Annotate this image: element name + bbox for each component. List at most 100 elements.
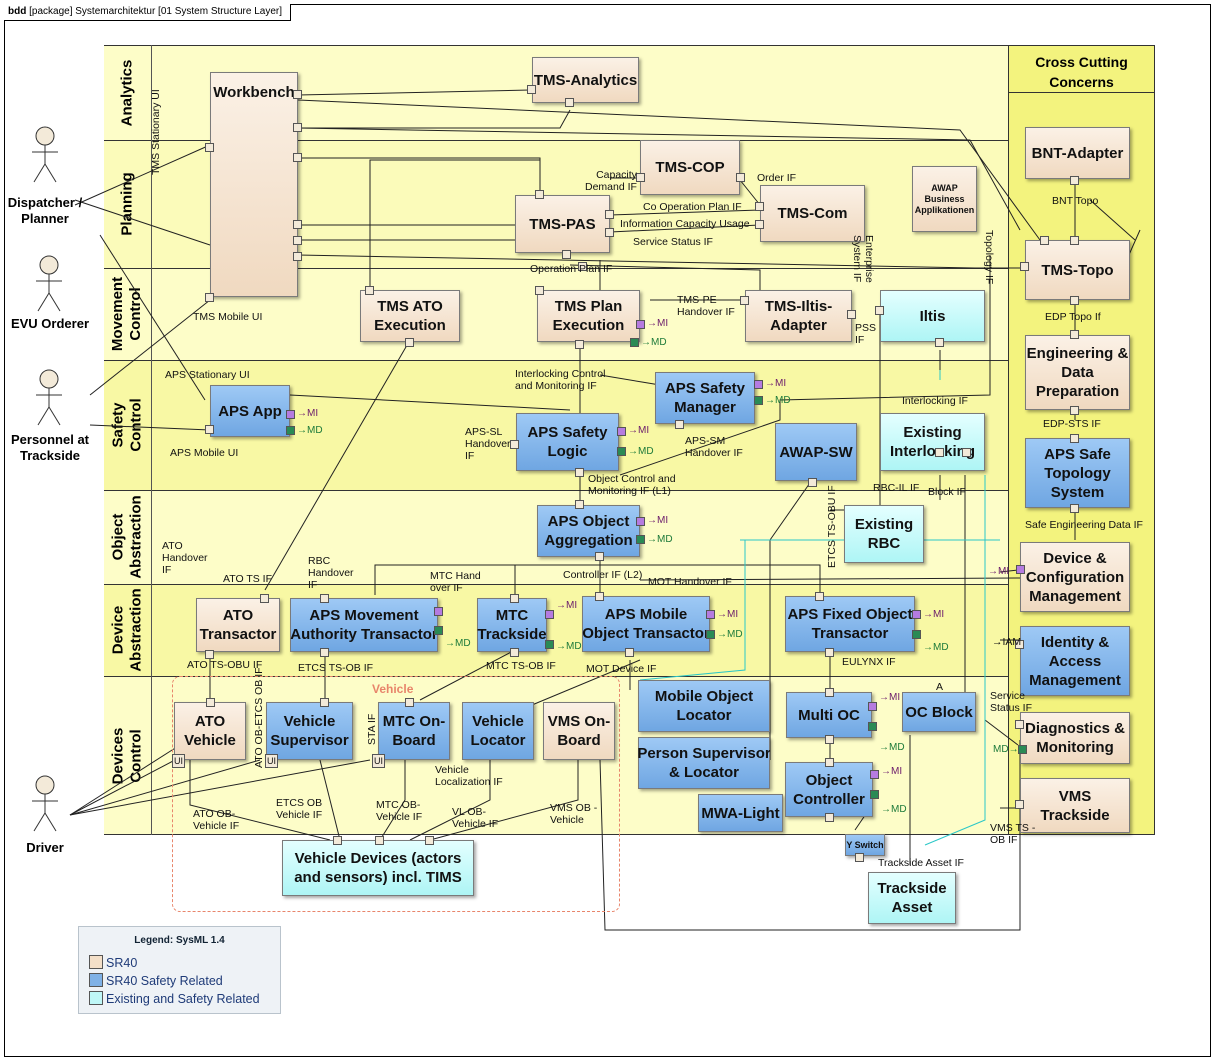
port: [535, 190, 544, 199]
if-order: Order IF: [757, 172, 797, 184]
block-ato-vehicle[interactable]: ATO Vehicle: [174, 702, 246, 760]
block-vehicle-devices[interactable]: Vehicle Devices (actors and sensors) inc…: [282, 840, 474, 896]
actor-driver-icon: [32, 775, 58, 832]
block-aps-object-aggregation[interactable]: APS Object Aggregation: [537, 505, 640, 557]
block-existing-interlocking[interactable]: Existing Interlocking: [880, 413, 985, 471]
port: [605, 228, 614, 237]
legend-item-sr40: SR40: [89, 955, 137, 970]
legend-swatch: [89, 991, 103, 1005]
block-iltis[interactable]: Iltis: [880, 290, 985, 342]
block-diagnostics[interactable]: Diagnostics & Monitoring: [1020, 712, 1130, 764]
if-object-control: Object Control and Monitoring IF (L1): [588, 473, 676, 497]
port: [565, 98, 574, 107]
if-enterprise-system: Enterprise System IF: [851, 235, 875, 283]
block-oc-block[interactable]: OC Block: [902, 692, 976, 732]
if-aps-sm-handover: APS-SM Handover IF: [685, 435, 743, 459]
port: [510, 440, 519, 449]
block-mobile-object-locator[interactable]: Mobile Object Locator: [638, 680, 770, 732]
block-aps-safety-manager[interactable]: APS Safety Manager: [655, 372, 755, 424]
actor-evu-icon: [36, 255, 62, 312]
block-vms-onboard[interactable]: VMS On- Board: [543, 702, 615, 760]
legend-item-existing: Existing and Safety Related: [89, 991, 260, 1006]
block-person-supervisor[interactable]: Person Supervisor & Locator: [637, 737, 771, 789]
port: [825, 688, 834, 697]
ui-label: UI: [172, 754, 185, 768]
port-mi: [636, 320, 645, 329]
block-y-switch[interactable]: Y Switch: [845, 834, 885, 856]
port: [1040, 236, 1049, 245]
if-ato-ob-vehicle: ATO OB- Vehicle IF: [193, 808, 240, 832]
block-aps-safe-topology[interactable]: APS Safe Topology System: [1025, 438, 1130, 508]
port: [755, 202, 764, 211]
mi-label: →MI: [647, 515, 669, 526]
block-vehicle-locator[interactable]: Vehicle Locator: [462, 702, 534, 760]
block-aps-mobile-object[interactable]: APS Mobile Object Transactor: [582, 596, 710, 652]
block-tms-cop[interactable]: TMS-COP: [640, 140, 740, 195]
iam-label: →IAM: [992, 636, 1022, 648]
port-md: [545, 640, 554, 649]
port: [740, 296, 749, 305]
block-aps-safety-logic[interactable]: APS Safety Logic: [516, 413, 619, 471]
legend-swatch: [89, 955, 103, 969]
port: [375, 836, 384, 845]
port: [293, 220, 302, 229]
port-mi: [912, 610, 921, 619]
port: [625, 648, 634, 657]
block-awap-sw[interactable]: AWAP-SW: [775, 423, 857, 481]
block-awap-business[interactable]: AWAP Business Applikationen: [912, 166, 977, 232]
block-vms-trackside[interactable]: VMS Trackside: [1020, 778, 1130, 833]
port: [1070, 296, 1079, 305]
port: [260, 594, 269, 603]
block-workbench[interactable]: Workbench: [210, 72, 298, 297]
diagram-frame: [4, 4, 1211, 1057]
port: [935, 338, 944, 347]
port: [808, 478, 817, 487]
block-aps-movement-authority[interactable]: APS Movement Authority Transactor: [290, 598, 438, 652]
block-ato-transactor[interactable]: ATO Transactor: [196, 598, 280, 652]
block-identity-access[interactable]: Identity & Access Management: [1020, 626, 1130, 696]
block-aps-app[interactable]: APS App: [210, 385, 290, 437]
block-mtc-trackside[interactable]: MTC Trackside: [477, 598, 547, 652]
if-interlocking-control: Interlocking Control and Monitoring IF: [515, 368, 606, 392]
block-vehicle-supervisor[interactable]: Vehicle Supervisor: [266, 702, 353, 760]
if-aps-mobile-ui: APS Mobile UI: [170, 447, 239, 459]
port: [578, 262, 587, 271]
block-trackside-asset[interactable]: Trackside Asset: [868, 872, 956, 924]
block-tms-topo[interactable]: TMS-Topo: [1025, 240, 1130, 300]
port-md: [706, 630, 715, 639]
legend-swatch: [89, 973, 103, 987]
block-multi-oc[interactable]: Multi OC: [786, 692, 872, 738]
lane-label-safety: Safety Control: [104, 360, 152, 490]
if-vms-ob-vehicle: VMS OB - Vehicle: [550, 802, 598, 826]
block-tms-pas[interactable]: TMS-PAS: [515, 195, 610, 253]
md-label: →MD: [765, 395, 791, 406]
ui-label: UI: [265, 754, 278, 768]
port: [1015, 640, 1024, 649]
block-bnt-adapter[interactable]: BNT-Adapter: [1025, 127, 1130, 179]
port: [1015, 720, 1024, 729]
block-device-config[interactable]: Device & Configuration Management: [1020, 542, 1130, 612]
port-md: [1018, 745, 1027, 754]
block-tms-com[interactable]: TMS-Com: [760, 185, 865, 242]
lane-label-device: Device Abstraction: [104, 584, 152, 676]
if-bnt-topo: BNT Topo: [1052, 195, 1099, 207]
if-interlocking: Interlocking IF: [902, 395, 968, 407]
md-label: →MD: [641, 337, 667, 348]
port-mi: [706, 610, 715, 619]
block-existing-rbc[interactable]: Existing RBC: [844, 505, 924, 563]
block-tms-plan-execution[interactable]: TMS Plan Execution: [537, 290, 640, 342]
port: [293, 236, 302, 245]
block-mwa-light[interactable]: MWA-Light: [698, 794, 783, 832]
block-aps-fixed-object[interactable]: APS Fixed Object Transactor: [785, 596, 915, 652]
port: [935, 448, 944, 457]
port: [825, 813, 834, 822]
block-engineering[interactable]: Engineering & Data Preparation: [1025, 335, 1130, 410]
port-md: [868, 722, 877, 731]
port: [405, 338, 414, 347]
block-mtc-onboard[interactable]: MTC On- Board: [378, 702, 450, 760]
block-tms-analytics[interactable]: TMS-Analytics: [532, 57, 639, 103]
block-tms-ato-execution[interactable]: TMS ATO Execution: [360, 290, 460, 342]
frame-title: bdd [package] Systemarchitektur [01 Syst…: [4, 4, 291, 21]
block-object-controller[interactable]: Object Controller: [785, 762, 873, 817]
block-tms-iltis-adapter[interactable]: TMS-Iltis- Adapter: [745, 290, 852, 342]
